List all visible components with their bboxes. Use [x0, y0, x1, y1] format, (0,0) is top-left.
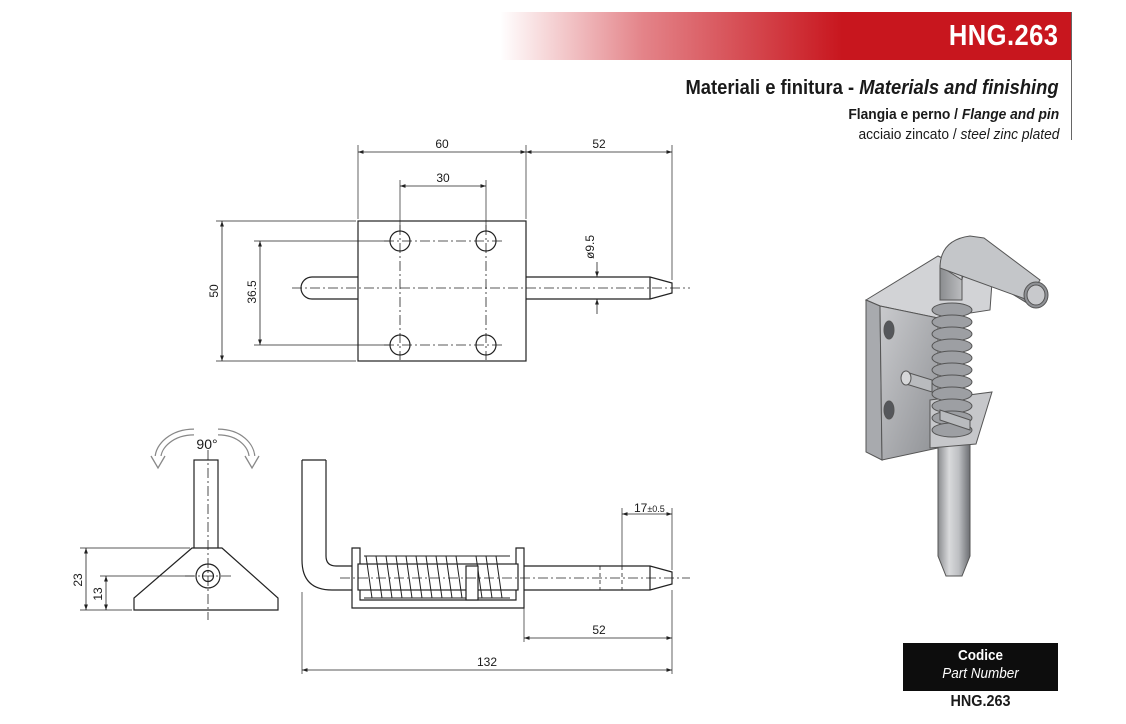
product-illustration [864, 235, 1049, 577]
dim-plate-width: 60 [435, 137, 449, 151]
dim-height-23: 23 [71, 573, 85, 587]
front-pin [193, 459, 219, 565]
dim-hole-spacing: 30 [436, 171, 450, 185]
flange-it: Flangia e perno / [848, 106, 962, 123]
dim-stroke: 17±0.5 [634, 501, 665, 515]
finish-en: steel zinc plated [960, 126, 1059, 143]
dim-stroke-value: 17 [634, 501, 648, 515]
finish-it: acciaio zincato / [858, 126, 961, 143]
dim-rotation-angle: 90° [196, 436, 217, 452]
top-plate [357, 220, 527, 362]
header-band [500, 12, 1071, 60]
front-view [80, 428, 279, 620]
dim-plate-height: 50 [207, 284, 221, 298]
flange-en: Flange and pin [961, 106, 1059, 123]
dim-pin-diameter: ø9.5 [583, 235, 597, 259]
part-number-box: Codice Part Number [903, 643, 1058, 691]
materials-title-en: Materials and finishing [859, 77, 1059, 99]
materials-title-it: Materiali e finitura - [685, 77, 860, 99]
finish-spec: acciaio zincato / steel zinc plated [858, 126, 1059, 143]
materials-title: Materiali e finitura - Materials and fin… [686, 77, 1059, 100]
dim-height-13: 13 [91, 587, 105, 601]
part-number-label: Part Number [942, 665, 1019, 682]
part-code-footer: HNG.263 [950, 693, 1011, 710]
dim-stroke-tolerance: ±0.5 [647, 504, 664, 514]
dim-pin-protrusion-top: 52 [592, 137, 606, 151]
dim-hole-vertical-spacing: 36.5 [245, 280, 259, 304]
top-view [216, 145, 690, 362]
dim-overall-length: 132 [477, 655, 497, 669]
dim-pin-protrusion-side: 52 [592, 623, 606, 637]
side-pin-bend [301, 460, 358, 591]
side-view [301, 459, 690, 674]
header-divider [1071, 12, 1072, 140]
flange-pin-spec: Flangia e perno / Flange and pin [848, 106, 1059, 123]
side-cross-pin [465, 565, 479, 601]
side-spring [364, 555, 510, 599]
code-label: Codice [957, 647, 1003, 664]
part-code-title: HNG.263 [948, 20, 1058, 52]
